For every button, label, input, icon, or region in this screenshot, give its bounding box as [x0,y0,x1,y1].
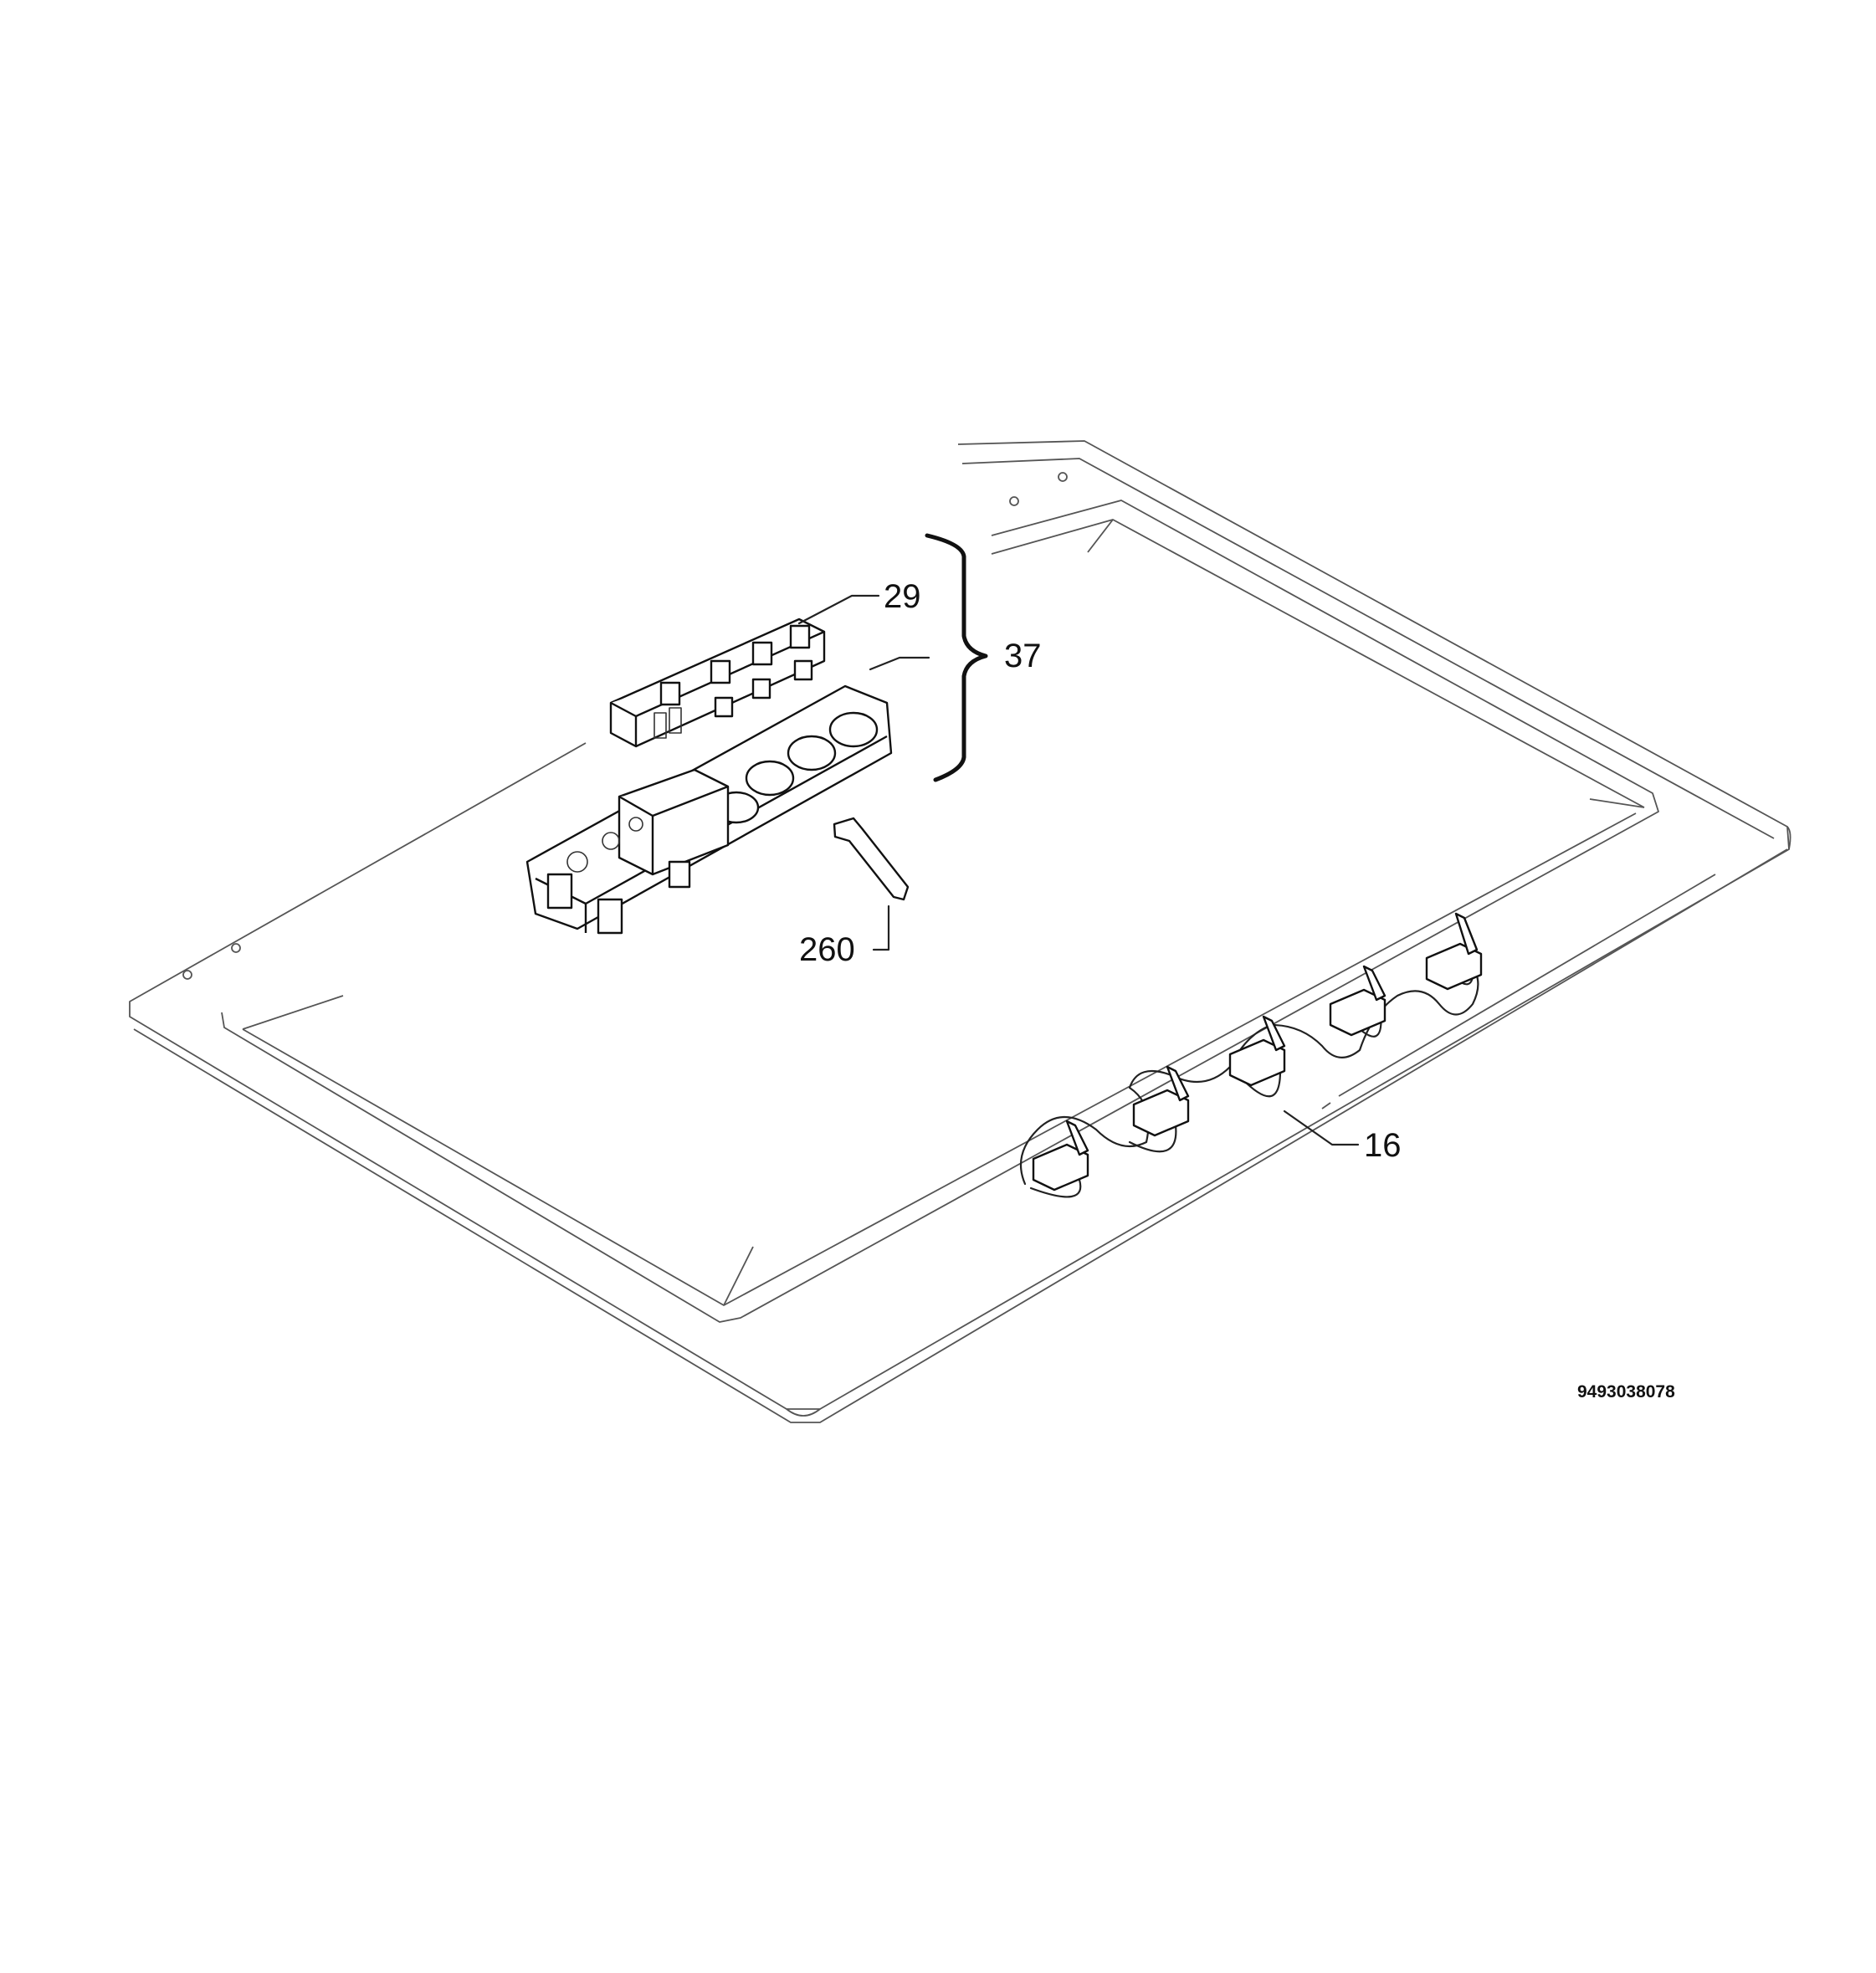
cooktop-frame [129,440,1791,1423]
electrode-cap [1228,1015,1286,1087]
electrode-cap [1329,965,1386,1037]
ignition-unit-lower [525,684,893,935]
leader-lines [797,594,1360,1146]
electrode-cap [1425,912,1483,991]
callout-260: 260 [799,931,855,968]
document-number: 9493038078 [1577,1382,1675,1402]
electrode-cap [1132,1065,1190,1137]
bracket-260 [833,817,910,901]
electrode-cap [1032,1120,1089,1191]
callout-16: 16 [1364,1127,1402,1164]
group-bracket-37 [925,533,988,782]
electrode-harness-16 [1019,912,1483,1198]
ignition-module-29 [609,618,826,748]
callout-37: 37 [1004,638,1042,674]
callout-29: 29 [884,578,921,615]
